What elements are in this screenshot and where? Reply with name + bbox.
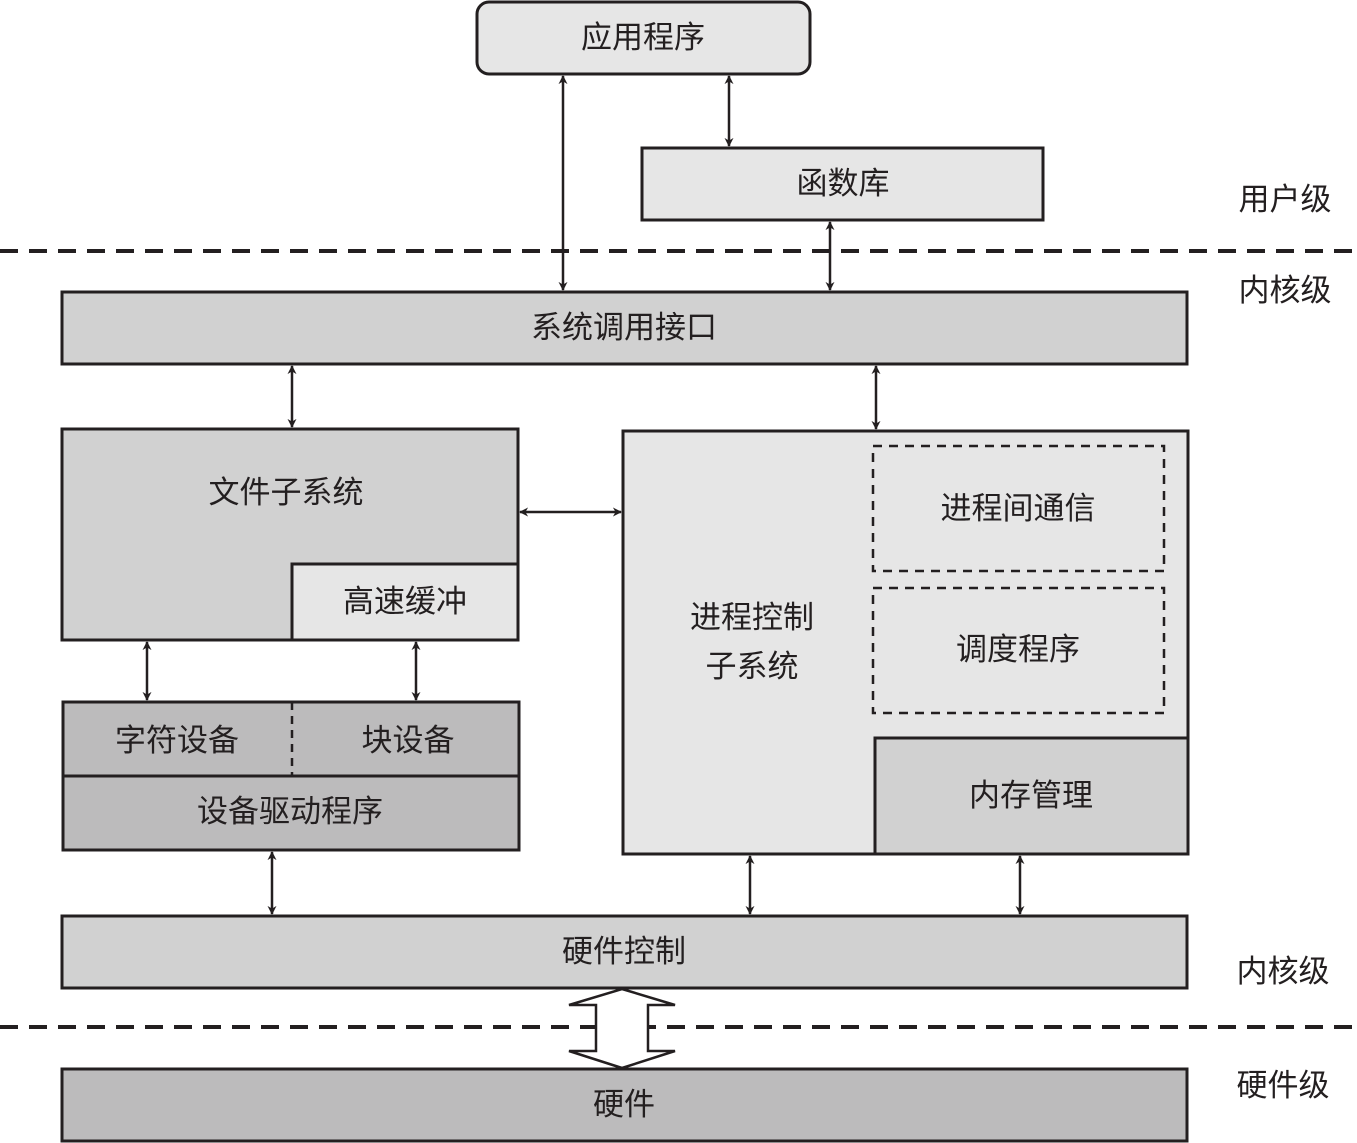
syscall-interface-box: 系统调用接口 [60, 290, 1189, 366]
user-level-label: 用户级 [1239, 182, 1332, 218]
syscall-interface-label: 系统调用接口 [531, 310, 717, 346]
char-device-label: 字符设备 [115, 723, 239, 759]
device-box: 字符设备 块设备 设备驱动程序 [61, 700, 521, 852]
scheduler-box: 调度程序 [871, 586, 1166, 715]
file-subsystem-label: 文件子系统 [209, 475, 364, 511]
memory-management-label: 内存管理 [969, 778, 1093, 814]
hardware-control-label: 硬件控制 [562, 934, 686, 970]
hardware-box: 硬件 [60, 1067, 1189, 1143]
device-driver-label: 设备驱动程序 [197, 794, 383, 830]
kernel-level-label-top: 内核级 [1239, 273, 1332, 309]
scheduler-label: 调度程序 [956, 632, 1080, 668]
ipc-label: 进程间通信 [941, 491, 1096, 527]
hardware-level-label: 硬件级 [1237, 1068, 1330, 1104]
kernel-level-label-bottom: 内核级 [1237, 954, 1330, 990]
application-label: 应用程序 [581, 20, 705, 56]
process-control-label-line2: 子系统 [706, 649, 799, 685]
memory-management-box: 内存管理 [873, 736, 1190, 856]
buffer-cache-label: 高速缓冲 [343, 584, 467, 620]
application-box: 应用程序 [475, 0, 812, 76]
library-box: 函数库 [640, 146, 1045, 222]
ipc-box: 进程间通信 [871, 444, 1166, 573]
process-control-label-line1: 进程控制 [690, 600, 814, 636]
hardware-label: 硬件 [593, 1087, 655, 1123]
buffer-cache-box: 高速缓冲 [290, 562, 520, 642]
block-device-label: 块设备 [362, 723, 455, 759]
hardware-control-box: 硬件控制 [60, 914, 1189, 990]
library-label: 函数库 [797, 166, 890, 202]
hwcontrol-hardware-block-arrow [568, 987, 676, 1070]
